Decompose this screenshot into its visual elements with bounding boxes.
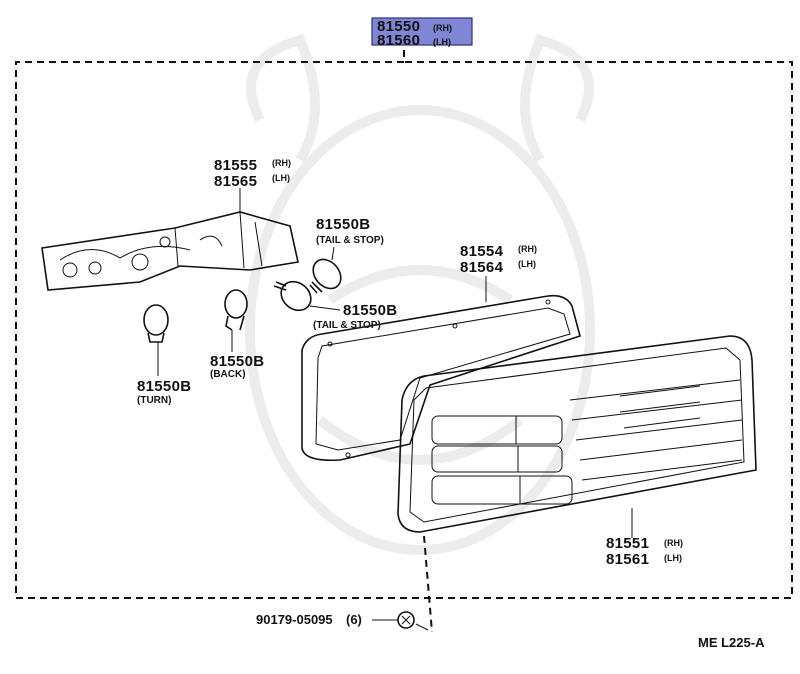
- bulb-tail-stop-upper-number[interactable]: 81550B: [316, 216, 370, 233]
- bulb-turn-icon: [143, 304, 169, 343]
- lens-rh-number[interactable]: 81551: [606, 535, 649, 552]
- gasket-rh-number[interactable]: 81554: [460, 243, 504, 260]
- assembly-rh-number[interactable]: 81550: [377, 18, 420, 35]
- screw-dashed-leader: [423, 535, 433, 633]
- watermark-logo: [245, 33, 595, 555]
- bulb-tail-stop-upper-note: (TAIL & STOP): [316, 235, 384, 246]
- assembly-rh-side: (RH): [433, 23, 452, 33]
- bulb-turn-note: (TURN): [137, 395, 171, 406]
- assembly-boundary: [15, 50, 793, 599]
- bulb-turn-number[interactable]: 81550B: [137, 378, 191, 395]
- screw-number[interactable]: 90179-05095: [256, 612, 333, 627]
- bulb-back-note: (BACK): [210, 369, 246, 380]
- bulb-tail-stop-lower-note: (TAIL & STOP): [313, 320, 381, 331]
- diagram-code: ME L225-A: [698, 635, 765, 650]
- socket-rh-number[interactable]: 81555: [214, 157, 257, 174]
- screw-icon: [397, 611, 429, 631]
- bulb-tail-stop-upper-leader: [331, 246, 335, 261]
- bulb-tail-stop-upper-icon: [309, 258, 342, 294]
- bulb-back-icon: [224, 289, 248, 331]
- lens-lh-side: (LH): [664, 553, 682, 563]
- socket-lh-side: (LH): [272, 173, 290, 183]
- bulb-tail-stop-lower-number[interactable]: 81550B: [343, 302, 397, 319]
- assembly-lh-side: (LH): [433, 37, 451, 47]
- gasket-rh-side: (RH): [518, 244, 537, 254]
- bulb-tail-stop-lower-icon: [273, 280, 312, 312]
- socket-lh-number[interactable]: 81565: [214, 173, 257, 190]
- gasket-lh-side: (LH): [518, 259, 536, 269]
- bulb-tail-stop-lower-leader: [309, 305, 341, 311]
- lens-rh-side: (RH): [664, 538, 683, 548]
- socket-and-wire-drawing: [41, 211, 299, 291]
- gasket-drawing: [301, 294, 581, 462]
- lens-drawing: [397, 335, 757, 533]
- gasket-lh-number[interactable]: 81564: [460, 259, 504, 276]
- lens-lh-number[interactable]: 81561: [606, 551, 649, 568]
- screw-qty: (6): [346, 612, 362, 627]
- socket-rh-side: (RH): [272, 158, 291, 168]
- assembly-lh-number[interactable]: 81560: [377, 32, 420, 49]
- assembly-highlight: [371, 17, 473, 46]
- bulb-back-number[interactable]: 81550B: [210, 353, 264, 370]
